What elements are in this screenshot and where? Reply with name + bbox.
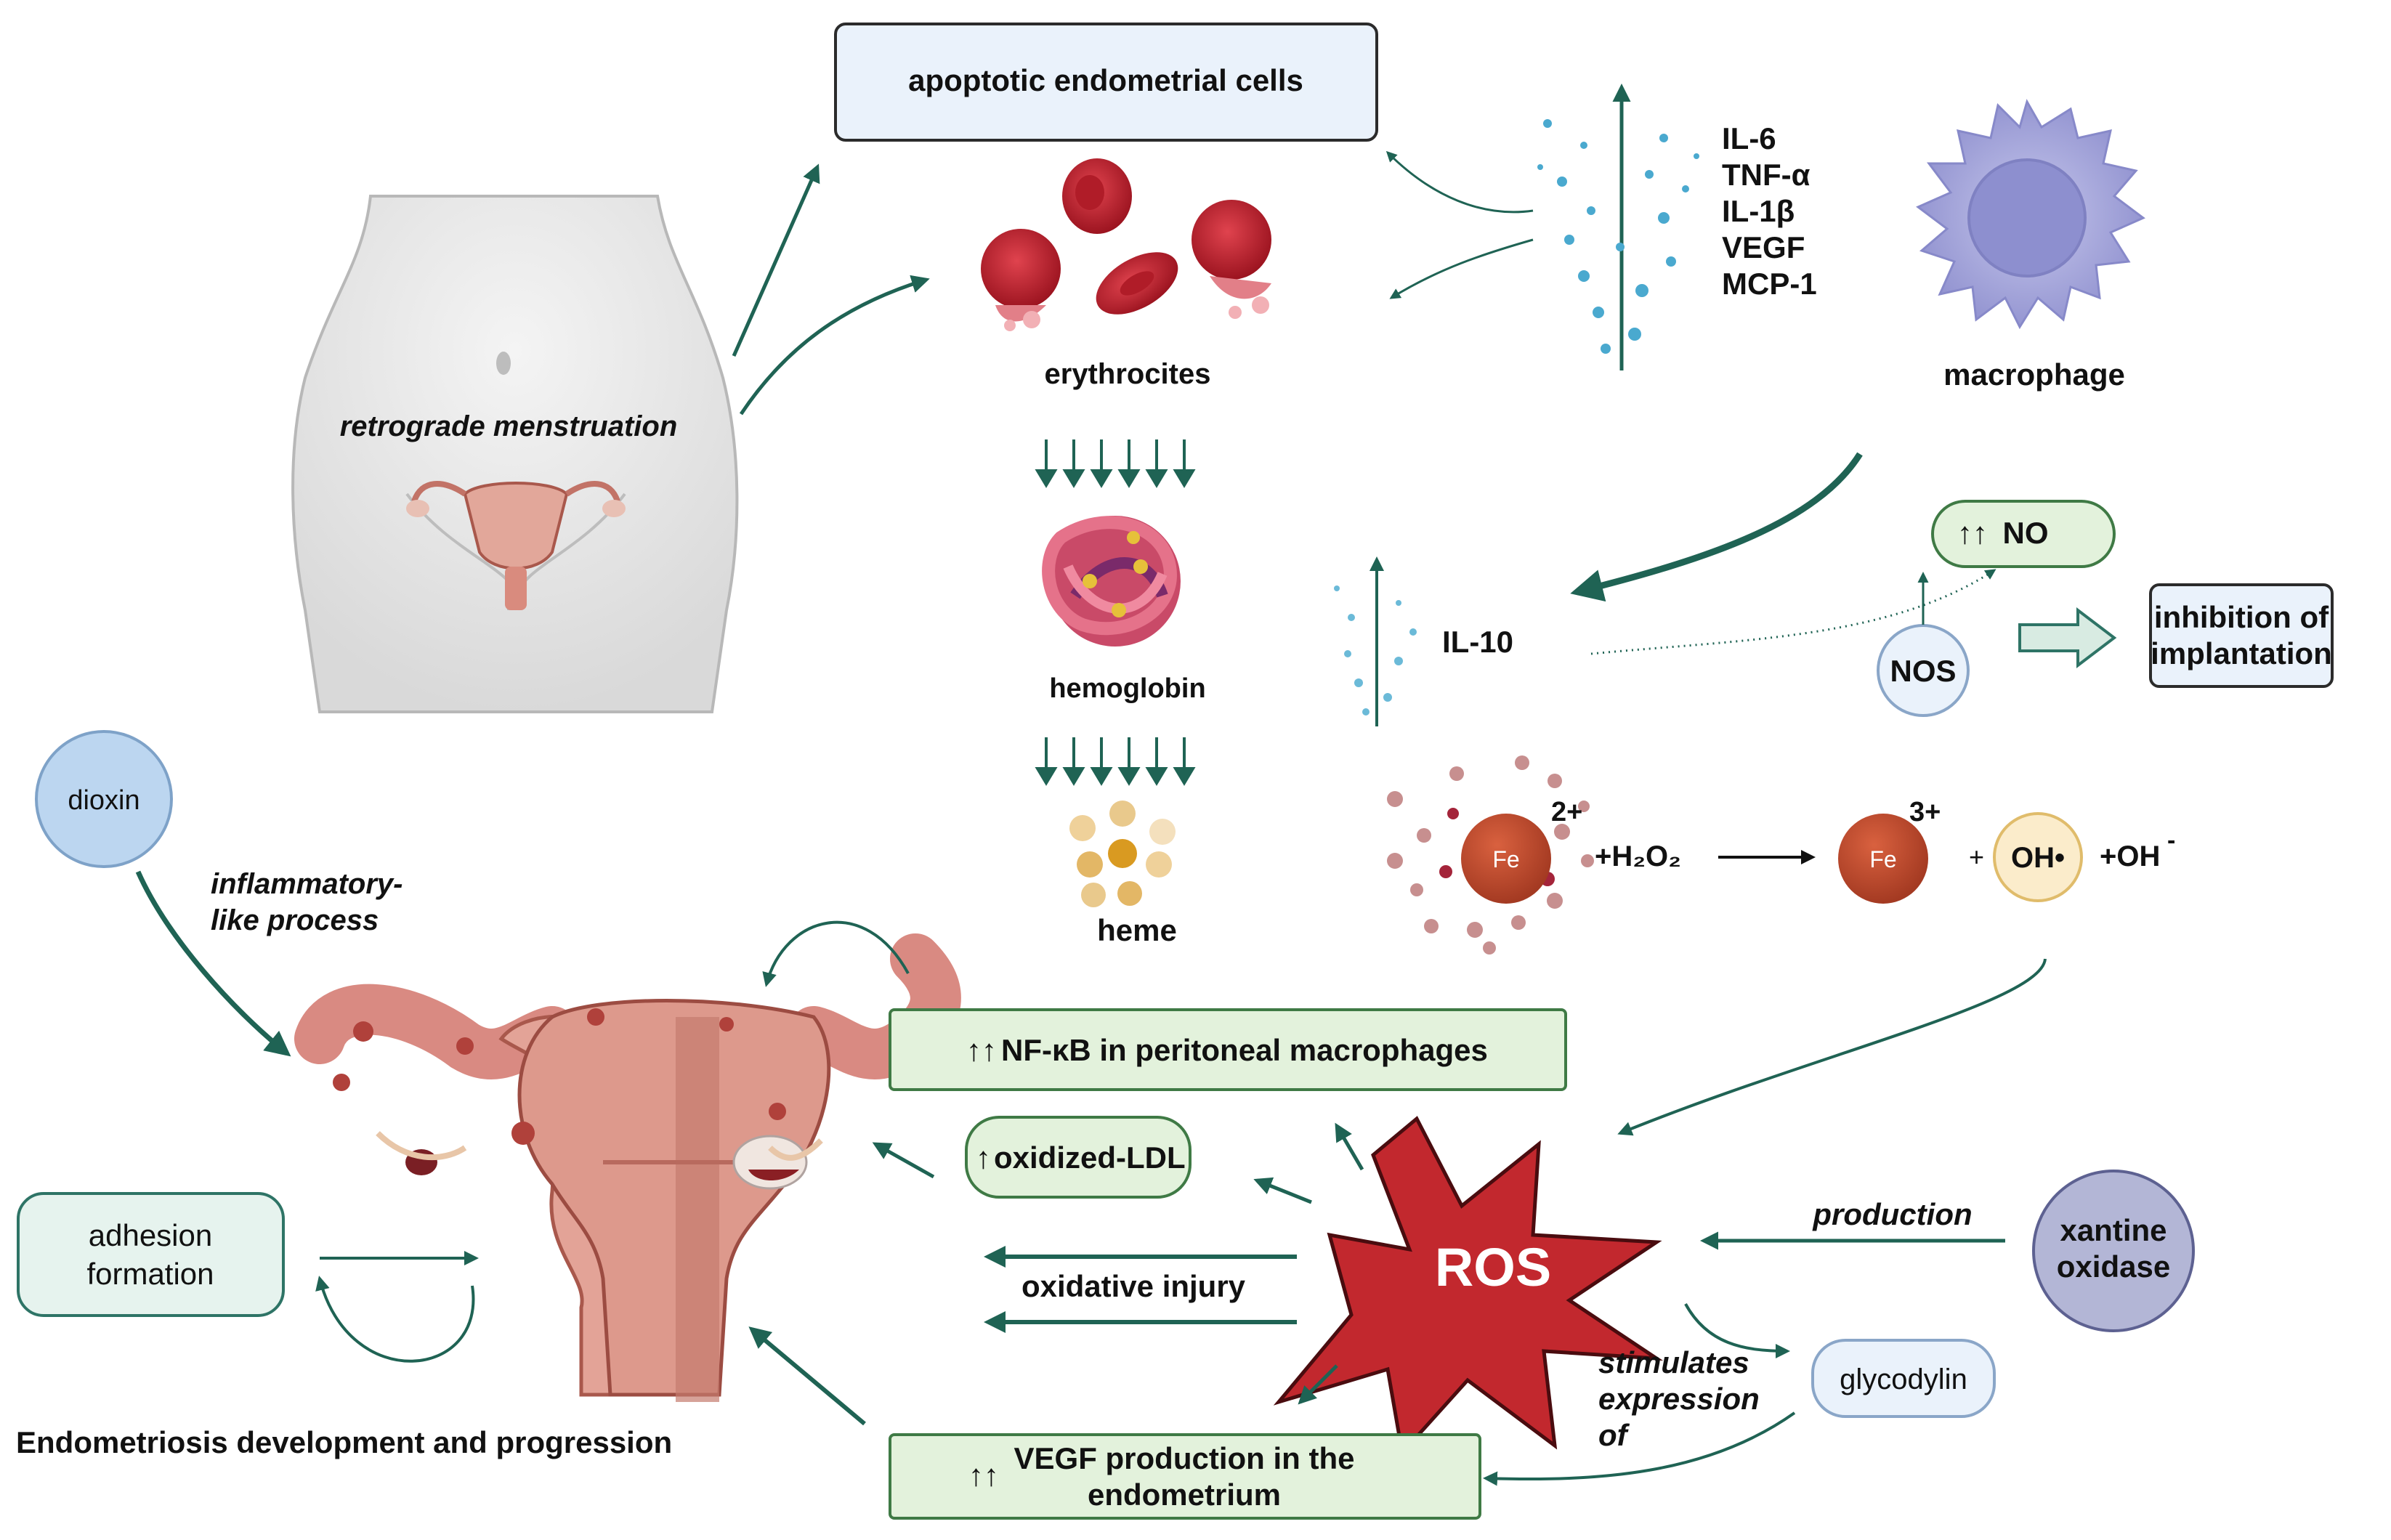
arrow-ros-to-nfkb bbox=[1335, 1122, 1364, 1171]
body-silhouette-icon bbox=[291, 195, 739, 713]
cytokine-list: IL-6 TNF-α IL-1β VEGF MCP-1 bbox=[1722, 121, 1817, 301]
nfkb-box bbox=[889, 1008, 1567, 1091]
inflammatory-label-1: inflammatory- bbox=[211, 868, 403, 900]
arrow-adhesion-loop bbox=[315, 1276, 475, 1363]
vegf-label-1: VEGF production in the bbox=[1014, 1441, 1355, 1475]
oh-minus-sup: - bbox=[2167, 827, 2175, 854]
plus-sign: + bbox=[1969, 842, 1984, 872]
ros-burst-icon bbox=[1273, 1116, 1664, 1457]
connector-arrows bbox=[135, 150, 2047, 1486]
heme-label: heme bbox=[1097, 913, 1177, 947]
xantine-label-2: oxidase bbox=[2057, 1249, 2170, 1284]
stimulates-label-2: expression bbox=[1598, 1382, 1760, 1416]
uterus-icon bbox=[294, 933, 961, 1402]
iron-particles-icon bbox=[1387, 755, 1594, 955]
fe2-icon bbox=[1461, 814, 1551, 904]
stimulates-label-1: stimulates bbox=[1598, 1345, 1749, 1379]
nos-circle bbox=[1877, 624, 1970, 717]
inhibition-box bbox=[2149, 583, 2334, 688]
arrow-cytokines-to-erythrocytes bbox=[1389, 238, 1534, 299]
fe3-label: Fe bbox=[1869, 846, 1896, 872]
arrow-body-to-apoptotic bbox=[732, 163, 820, 357]
nfkb-up-arrows: ↑↑ bbox=[966, 1033, 997, 1067]
erythrocites-label: erythrocites bbox=[1045, 358, 1211, 390]
ros-label: ROS bbox=[1435, 1237, 1551, 1297]
h2o2-label: +H₂O₂ bbox=[1595, 840, 1681, 872]
oh-radical-label: OH• bbox=[2011, 842, 2065, 874]
dioxin-circle bbox=[35, 730, 173, 868]
dioxin-label: dioxin bbox=[68, 785, 139, 816]
nfkb-label: NF-κB in peritoneal macrophages bbox=[1001, 1033, 1488, 1067]
xantine-label-1: xantine bbox=[2060, 1213, 2167, 1247]
glycodylin-box bbox=[1811, 1339, 1996, 1418]
inhibition-label-1: inhibition of bbox=[2154, 600, 2329, 634]
arrow-dioxin-to-uterus bbox=[135, 870, 291, 1057]
svg-text:VEGF: VEGF bbox=[1722, 230, 1805, 264]
oxldl-label: oxidized-LDL bbox=[994, 1140, 1186, 1175]
arrow-ros-to-nfkb-loop bbox=[762, 920, 910, 987]
no-up-arrows: ↑↑ bbox=[1957, 516, 1988, 550]
svg-text:MCP-1: MCP-1 bbox=[1722, 267, 1817, 301]
vegf-label-2: endometrium bbox=[1088, 1478, 1281, 1512]
oh-radical-circle bbox=[1993, 812, 2083, 902]
glycodylin-label: glycodylin bbox=[1840, 1363, 1967, 1395]
apoptotic-cells-label: apoptotic endometrial cells bbox=[908, 63, 1303, 97]
adhesion-box bbox=[17, 1192, 285, 1317]
macrophage-icon bbox=[1916, 99, 2145, 330]
arrow-oxldl-to-uterus bbox=[872, 1142, 935, 1179]
no-box bbox=[1931, 500, 2116, 568]
svg-text:TNF-α: TNF-α bbox=[1722, 158, 1811, 192]
arrow-fenton-to-ros bbox=[1617, 958, 2047, 1136]
oxldl-up-arrow: ↑ bbox=[976, 1140, 991, 1175]
small-uterus-icon bbox=[406, 481, 626, 610]
fe2-label: Fe bbox=[1492, 846, 1519, 872]
xantine-oxidase-circle bbox=[2032, 1170, 2195, 1332]
oh-minus-label: +OH bbox=[2100, 840, 2160, 872]
svg-text:IL-6: IL-6 bbox=[1722, 121, 1776, 155]
arrow-macrophage-to-il10 bbox=[1570, 452, 1863, 602]
heme-icon bbox=[1069, 801, 1176, 907]
hemoglobin-icon bbox=[1042, 516, 1181, 647]
erythrocytes-icon bbox=[981, 158, 1271, 331]
hemoglobin-label: hemoglobin bbox=[1049, 673, 1205, 704]
macrophage-label: macrophage bbox=[1943, 357, 2125, 392]
arrow-body-to-erythrocytes bbox=[739, 275, 930, 416]
svg-text:IL-1β: IL-1β bbox=[1722, 194, 1795, 228]
il10-label: IL-10 bbox=[1442, 625, 1513, 659]
endometriosis-caption: Endometriosis development and progressio… bbox=[16, 1425, 672, 1459]
fe3-icon bbox=[1838, 814, 1928, 904]
stimulates-label-3: of bbox=[1598, 1418, 1630, 1452]
apoptotic-cells-box bbox=[834, 23, 1378, 142]
arrow-ros-to-glycodylin bbox=[1684, 1303, 1790, 1358]
down-arrows-2 bbox=[1035, 737, 1196, 786]
inflammatory-label-2: like process bbox=[211, 904, 379, 936]
arrow-glycodylin-to-vegf bbox=[1483, 1411, 1796, 1486]
arrow-ros-to-vegf bbox=[1298, 1364, 1338, 1405]
arrow-ros-to-oxldl bbox=[1253, 1177, 1312, 1204]
oxidative-injury-label: oxidative injury bbox=[1021, 1269, 1246, 1303]
fe3-charge: 3+ bbox=[1909, 797, 1941, 827]
production-label: production bbox=[1812, 1197, 1972, 1231]
cytokine-release-icon bbox=[1537, 84, 1699, 370]
adhesion-label-2: formation bbox=[86, 1257, 214, 1291]
nos-label: NOS bbox=[1890, 654, 1956, 688]
arrow-vegf-to-uterus bbox=[748, 1326, 866, 1426]
oxldl-box bbox=[965, 1116, 1192, 1199]
inhibition-label-2: implantation bbox=[2151, 636, 2332, 670]
fe2-charge: 2+ bbox=[1551, 797, 1582, 827]
retrograde-menstruation-label: retrograde menstruation bbox=[340, 410, 678, 442]
il10-release-icon bbox=[1334, 556, 1417, 726]
adhesion-label-1: adhesion bbox=[89, 1218, 212, 1252]
arrow-cytokines-to-apoptotic bbox=[1385, 150, 1534, 214]
no-label: NO bbox=[2003, 516, 2049, 550]
down-arrows-1 bbox=[1035, 439, 1196, 488]
vegf-up-arrows: ↑↑ bbox=[968, 1458, 999, 1492]
inhibition-arrow bbox=[2018, 607, 2117, 669]
vegf-box bbox=[889, 1433, 1481, 1520]
